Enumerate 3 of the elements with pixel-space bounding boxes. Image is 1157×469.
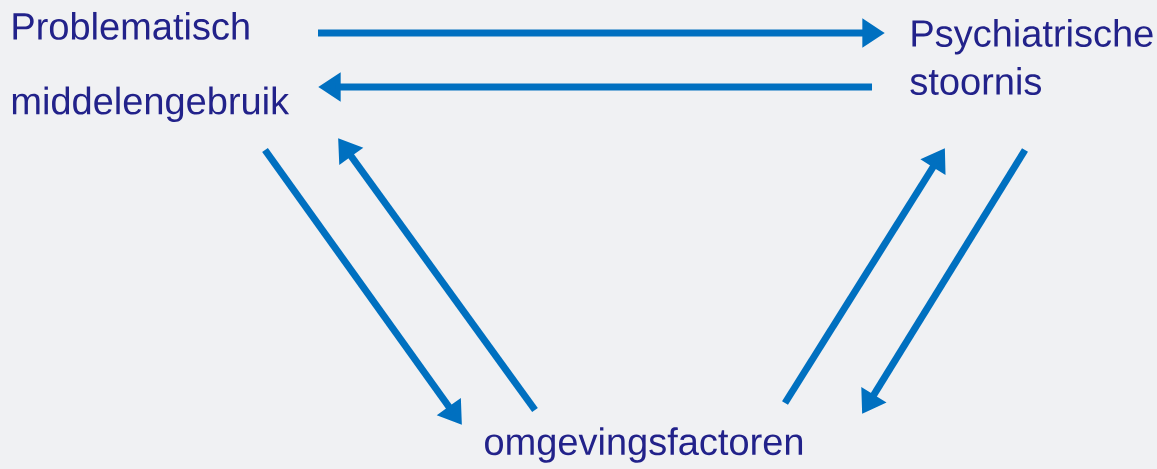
node-label: Problematisch middelengebruik [12, 11, 290, 123]
node-label: omgevingsfactoren [485, 427, 803, 463]
node-label: Psychiatrische stoornis [910, 19, 1153, 95]
